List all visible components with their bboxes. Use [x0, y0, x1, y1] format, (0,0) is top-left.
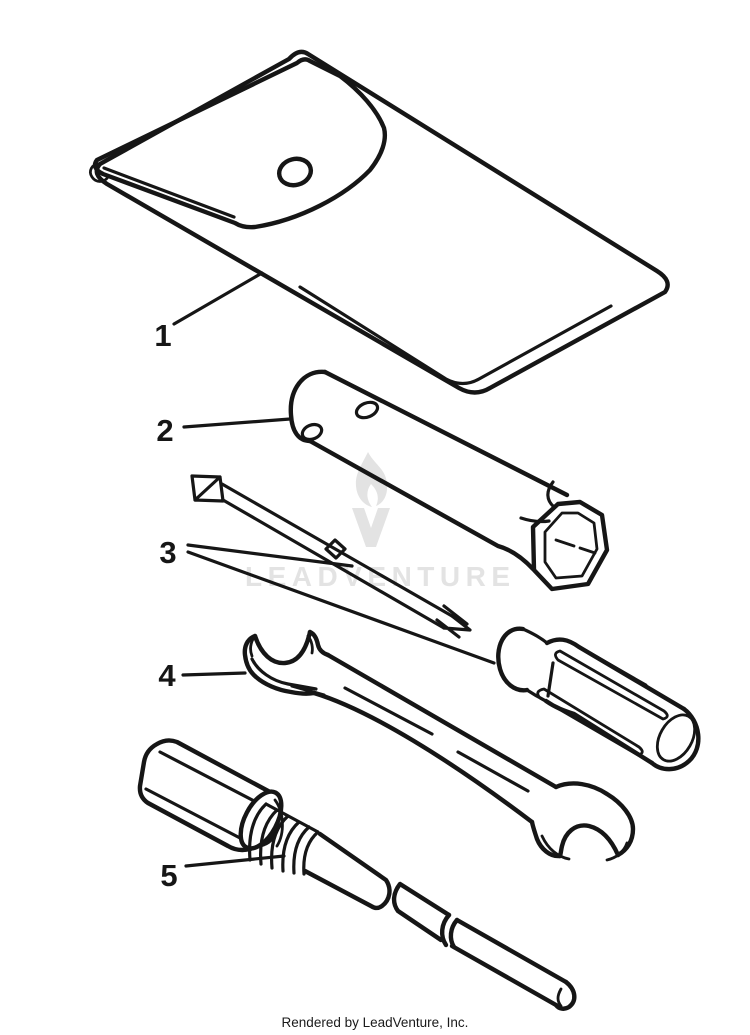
- callout-2-label: 2: [156, 413, 173, 448]
- tube-hex-transition: [546, 480, 556, 509]
- shaft-bottom-edge: [311, 690, 535, 825]
- handle-flute-2: [536, 687, 644, 757]
- left-jaw-right-horn: [307, 629, 331, 658]
- part-4-open-end-wrench: [242, 629, 636, 862]
- tube-top-edge: [322, 369, 570, 498]
- rod-tip-inner-arc: [556, 987, 563, 1008]
- callout-1-label: 1: [154, 318, 171, 353]
- right-jaw-opening: [557, 823, 621, 859]
- blade-flat-tip: [190, 474, 225, 503]
- handle-top-edge: [544, 637, 687, 712]
- footer-credit: Rendered by LeadVenture, Inc.: [282, 1015, 469, 1030]
- hex-face-lines: [554, 538, 597, 555]
- leadventure-v-icon: [352, 508, 390, 547]
- watermark: LEADVENTURE: [245, 452, 516, 592]
- left-jaw-outer: [242, 633, 317, 696]
- pouch-flap-outline: [92, 57, 387, 230]
- pouch-corner-fold: [89, 162, 110, 183]
- handle-ferrule: [496, 626, 530, 693]
- part-2-spark-plug-wrench: [288, 369, 610, 592]
- callout-5: 5: [160, 854, 286, 893]
- rod-tip-cap: [553, 979, 577, 1011]
- handle-end-face: [655, 713, 697, 763]
- step-ring: [440, 912, 460, 950]
- tube-hex-junction-line: [519, 516, 551, 524]
- blade-cross-tip: [435, 604, 472, 639]
- part-5-threaded-driver: [137, 738, 577, 1011]
- shaft-segment-2: [391, 881, 452, 943]
- callout-4: 4: [158, 658, 247, 693]
- left-jaw-horn-hems: [249, 634, 314, 658]
- hex-socket-outer: [530, 499, 610, 592]
- watermark-text: LEADVENTURE: [245, 561, 516, 592]
- blade-top-edge: [220, 482, 454, 618]
- callout-3-label: 3: [159, 535, 176, 570]
- callout-1-leader: [172, 271, 264, 326]
- callout-4-label: 4: [158, 658, 176, 693]
- leadventure-flame-icon: [355, 452, 388, 507]
- tube-end-cap: [288, 369, 328, 444]
- snap-button: [276, 156, 314, 188]
- callout-3: 3: [159, 535, 496, 665]
- right-jaw-outer: [553, 781, 636, 858]
- shaft-ridge-lines: [343, 686, 530, 793]
- handle-flute-1: [554, 649, 669, 721]
- callout-5-leader: [184, 854, 286, 868]
- handle-flute-3: [583, 648, 648, 687]
- tube-bar-hole-top: [354, 400, 380, 420]
- part-1-tool-pouch: [89, 49, 670, 395]
- blade-square-shank: [324, 538, 347, 560]
- callout-1: 1: [154, 271, 264, 353]
- callout-4-leader: [181, 671, 247, 677]
- left-jaw-thickness-line: [250, 657, 326, 697]
- tube-bar-hole-side: [300, 422, 324, 442]
- hex-grip-facet-lines: [144, 750, 260, 840]
- right-jaw-bottom: [529, 819, 563, 859]
- hex-socket-inner: [543, 511, 599, 580]
- callout-5-label: 5: [160, 858, 177, 893]
- flap-hem-line: [102, 166, 236, 219]
- pouch-bottom-edge-inner-line: [298, 285, 613, 386]
- left-jaw-opening: [252, 629, 313, 666]
- tube-bottom-edge: [307, 438, 536, 572]
- shaft-segment-1: [302, 831, 392, 911]
- thread-coils: [247, 802, 320, 876]
- callout-2-leader: [182, 417, 292, 429]
- pouch-body-outline: [94, 49, 670, 395]
- callout-2: 2: [156, 413, 292, 448]
- callout-3-leader-blade: [186, 543, 354, 568]
- shaft-top-edge: [325, 652, 559, 790]
- right-jaw-thickness-lines: [540, 834, 629, 862]
- rod: [449, 917, 569, 1008]
- callout-3-leader-handle: [186, 550, 496, 665]
